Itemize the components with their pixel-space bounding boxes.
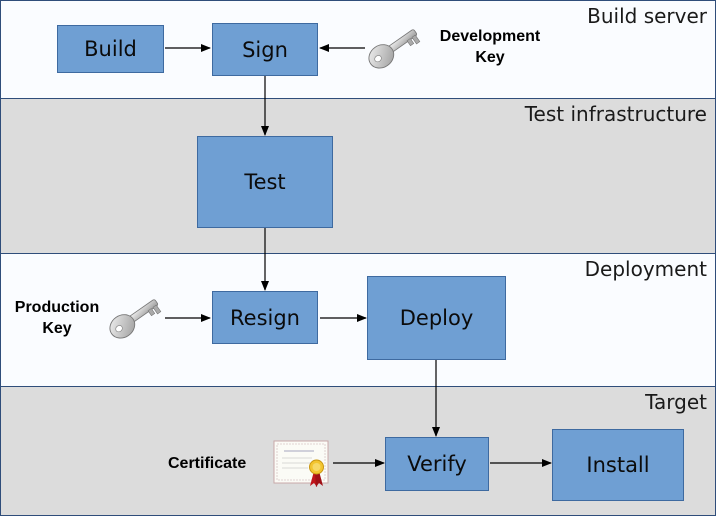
- development-key-label: Development Key: [425, 26, 555, 68]
- lane-title: Target: [645, 390, 707, 414]
- production-key-label-line2: Key: [42, 320, 72, 337]
- test-step[interactable]: Test: [197, 136, 333, 228]
- build-step[interactable]: Build: [57, 25, 164, 73]
- lane-title: Build server: [587, 4, 707, 28]
- lane-title: Test infrastructure: [524, 102, 707, 126]
- sign-step[interactable]: Sign: [212, 23, 318, 76]
- development-key-label-line2: Key: [475, 49, 505, 66]
- development-key-label-line1: Development: [439, 28, 541, 45]
- production-key-label-line1: Production: [14, 299, 100, 316]
- install-step[interactable]: Install: [552, 429, 684, 501]
- key-icon: [109, 299, 162, 339]
- key-icon: [368, 29, 421, 69]
- verify-step[interactable]: Verify: [385, 437, 489, 491]
- deploy-step[interactable]: Deploy: [367, 276, 506, 360]
- resign-step[interactable]: Resign: [212, 291, 318, 344]
- production-key-label: Production Key: [2, 297, 112, 339]
- certificate-label: Certificate: [168, 455, 247, 472]
- lane-title: Deployment: [584, 257, 707, 281]
- certificate-icon: [273, 440, 329, 487]
